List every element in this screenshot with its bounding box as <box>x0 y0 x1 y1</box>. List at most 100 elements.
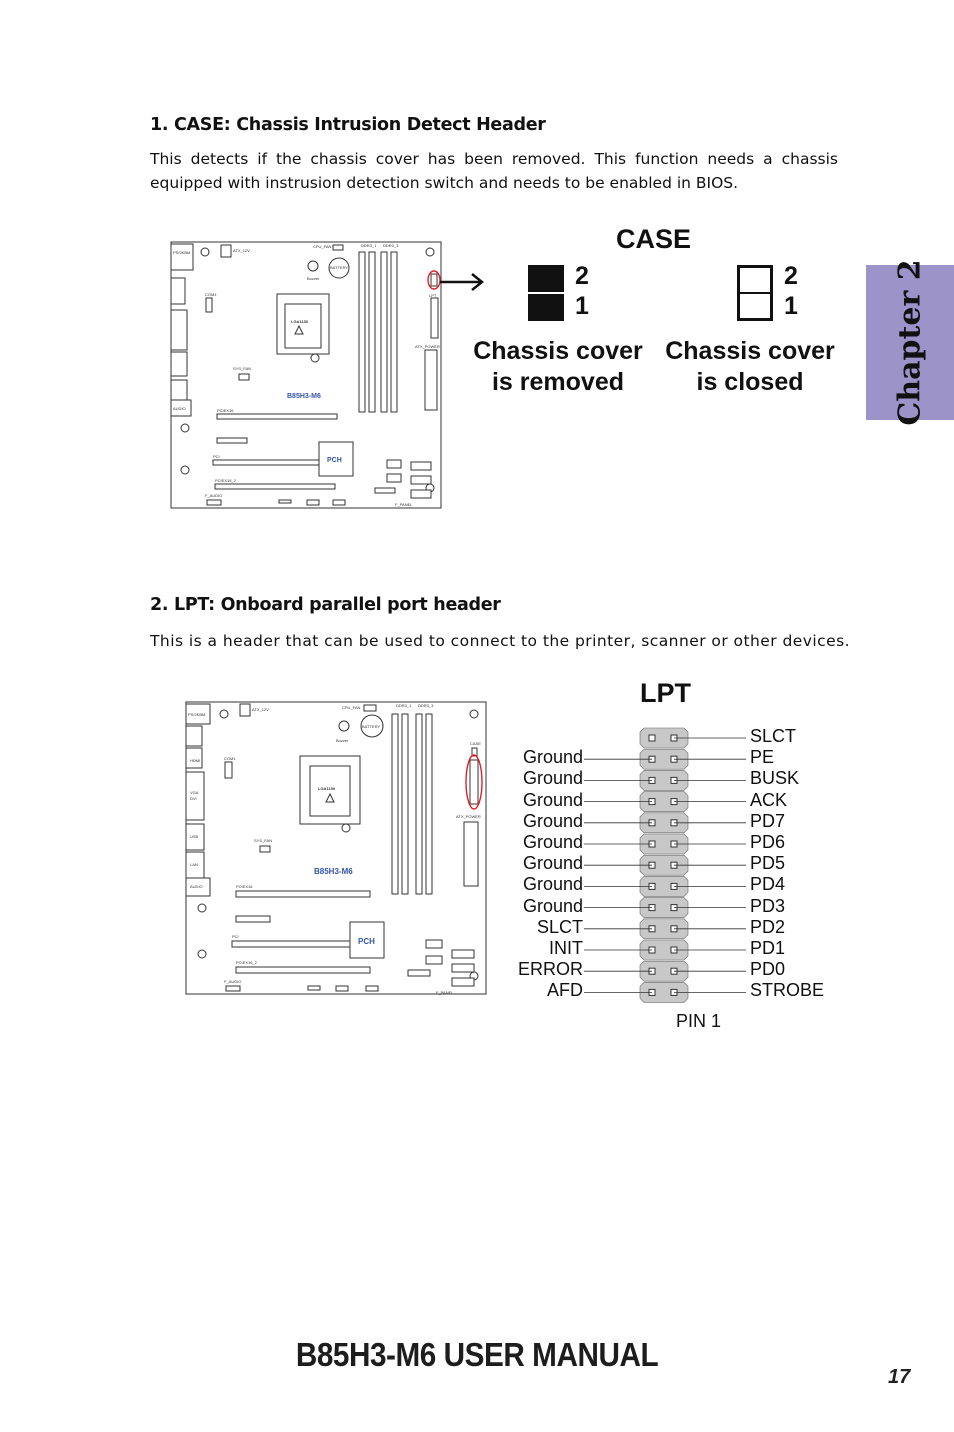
lpt-description: This is a header that can be used to con… <box>150 632 850 650</box>
lpt-left-label: SLCT <box>536 916 583 937</box>
lpt-left-label: Ground <box>522 853 583 874</box>
cpu-socket-label-2: LGA1150 <box>318 786 336 791</box>
pch-label: PCH <box>327 457 342 464</box>
closed-pin1: 1 <box>784 292 798 320</box>
hdmi-label-2: HDMI <box>190 758 200 763</box>
case-label-2: CASE <box>470 741 481 746</box>
sysfan-label-2: SYS_FAN <box>254 838 272 843</box>
removed-pin2: 2 <box>575 262 589 290</box>
lpt-pin-row <box>639 812 689 834</box>
motherboard-diagram-case: PS/2KBM AUDIO ATX_12V CPU_FAN BATTERY Bu… <box>170 241 442 509</box>
lpt-pin-row <box>639 770 689 791</box>
ddr3-label-2: DDR3_3 <box>418 703 434 708</box>
lpt-pin-row <box>639 939 689 961</box>
lpt-left-label: Ground <box>522 832 583 852</box>
cpufan-label: CPU_FAN <box>313 244 332 249</box>
com1-label-2: COM1 <box>224 756 236 761</box>
lpt-highlight-ring <box>465 754 483 810</box>
lpt-right-label: PE <box>750 747 775 768</box>
removed-pin1: 1 <box>575 292 589 320</box>
vga-label-2: VGA <box>190 790 199 795</box>
lpt-left-label: Ground <box>522 747 583 768</box>
lpt-pin <box>648 734 656 742</box>
audio-label-2: AUDIO <box>190 884 203 889</box>
lpt-pin-diagram <box>584 727 746 1003</box>
lpt-pin1-label: PIN 1 <box>676 1011 722 1031</box>
lpt-left-label: ERROR <box>517 959 583 980</box>
ddr1-label: DDR3_1 <box>361 243 377 248</box>
case-highlight-ring <box>427 270 441 290</box>
case-description: This detects if the chassis cover has be… <box>150 150 838 192</box>
lpt-pin-row <box>639 960 689 982</box>
ddr1-label-2: DDR3_1 <box>396 703 412 708</box>
case-pins-closed <box>737 265 773 321</box>
cpufan-label-2: CPU_FAN <box>342 705 361 710</box>
lpt-right-label: PD7 <box>750 810 786 831</box>
removed-caption-2: is removed <box>491 368 624 396</box>
chapter-tab[interactable]: Chapter 2 <box>866 259 954 426</box>
board-model-label-2: B85H3-M6 <box>314 867 353 876</box>
ps2-label: PS/2KBM <box>173 250 190 255</box>
lpt-pin-row <box>639 791 689 812</box>
lan-label-2: LAN <box>190 862 198 867</box>
pciex16-label: PCIEX16 <box>217 408 234 413</box>
atx12v-label: ATX_12V <box>233 248 250 253</box>
com1-label: COM1 <box>205 292 217 297</box>
case-title: CASE <box>616 224 692 254</box>
audio-label: AUDIO <box>173 406 186 411</box>
pci-label: PCI <box>213 454 220 459</box>
fpanel-label: F_PANEL <box>395 502 413 507</box>
lpt-left-label: Ground <box>522 810 583 831</box>
closed-pin2: 2 <box>784 262 798 290</box>
lpt-left-label: Ground <box>522 895 583 916</box>
lpt-right-label: PD3 <box>750 895 786 916</box>
lpt-left-label: AFD <box>547 980 583 1001</box>
case-arrow <box>440 273 485 291</box>
faudio-label: F_AUDIO <box>205 493 222 498</box>
lpt-left-label: Ground <box>522 874 583 895</box>
page-number: 17 <box>888 1366 911 1388</box>
lpt-right-label: SLCT <box>750 726 797 746</box>
pci-label-2: PCI <box>232 934 239 939</box>
buzzer-label-2: Buzzer <box>336 738 349 743</box>
lpt-pin-row <box>639 854 689 876</box>
case-jumper-diagram: CASE 2 1 2 1 Chassis cover is removed Ch… <box>466 220 836 460</box>
faudio-label-2: F_AUDIO <box>224 979 241 984</box>
battery-label-2: BATTERY <box>362 724 380 729</box>
lpt-right-label: PD6 <box>750 832 786 852</box>
ddr3-label: DDR3_3 <box>383 243 399 248</box>
pciex16-label-2: PCIEX16 <box>236 884 253 889</box>
manual-title: B85H3-M6 USER MANUAL <box>295 1336 659 1373</box>
lpt-heading: 2. LPT: Onboard parallel port header <box>150 595 501 615</box>
lpt-left-label: INIT <box>549 938 583 958</box>
lpt-left-label: Ground <box>522 768 583 789</box>
pciex16-2-label: PCIEX16_2 <box>215 478 237 483</box>
lpt-left-label: Ground <box>522 789 583 810</box>
ps2-label-2: PS/2KBM <box>188 712 205 717</box>
closed-caption-1: Chassis cover <box>665 337 835 365</box>
lpt-pin-row <box>639 918 689 940</box>
lpt-right-label: ACK <box>750 789 788 810</box>
cpu-socket-label: LGA1150 <box>291 319 309 324</box>
atxpower-label-2: ATX_POWER <box>456 814 481 819</box>
case-heading: 1. CASE: Chassis Intrusion Detect Header <box>150 115 546 135</box>
lpt-label: LPT <box>429 293 437 298</box>
sysfan-label: SYS_FAN <box>233 366 251 371</box>
lpt-pin-row <box>639 833 689 855</box>
battery-label: BATTERY <box>330 265 348 270</box>
lpt-pin-row <box>639 982 689 1003</box>
removed-caption-1: Chassis cover <box>473 337 643 365</box>
atxpower-label: ATX_POWER <box>415 344 440 349</box>
lpt-pin-row <box>639 748 689 770</box>
lpt-title: LPT <box>640 678 691 708</box>
lpt-right-label: PD0 <box>750 959 786 980</box>
lpt-right-label: STROBE <box>750 980 825 1001</box>
dvi-label-2: DVI <box>190 796 197 801</box>
case-pins-removed <box>528 265 564 321</box>
lpt-right-label: PD2 <box>750 916 786 937</box>
fpanel-label-2: F_PANEL <box>436 990 454 995</box>
usb-label-2: USB <box>190 834 199 839</box>
lpt-right-label: PD5 <box>750 853 786 874</box>
pch-label-2: PCH <box>358 937 375 946</box>
lpt-right-label: PD4 <box>750 874 786 895</box>
